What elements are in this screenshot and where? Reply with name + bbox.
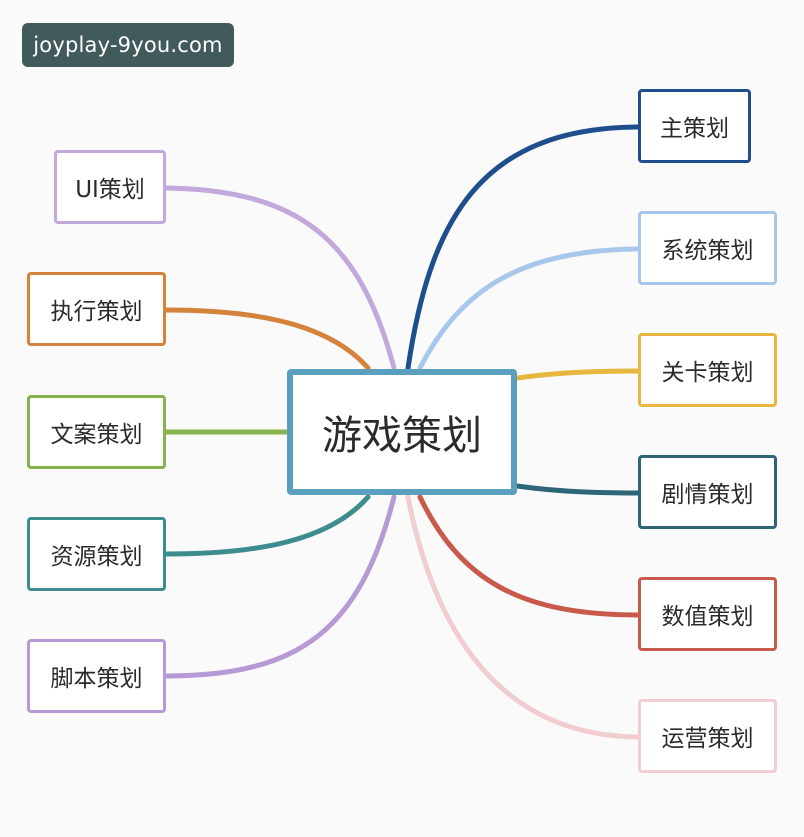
connector-right-5 [405,494,641,740]
branch-label: 运营策划 [661,726,754,752]
branch-label: 剧情策划 [661,482,754,508]
connector-left-4 [163,494,397,679]
branch-label: 执行策划 [50,299,143,325]
branch-label: 系统策划 [661,238,754,264]
connector-left-1 [163,307,371,371]
branch-node-copywriting[interactable]: 文案策划 [27,395,166,469]
watermark: joyplay-9you.com [22,23,234,67]
branch-label: 脚本策划 [50,666,143,692]
connector-left-0 [163,185,397,371]
central-topic-label: 游戏策划 [322,413,482,459]
connector-right-2 [514,368,641,381]
branch-node-level[interactable]: 关卡策划 [638,333,777,407]
branch-label: 文案策划 [50,422,143,448]
branch-node-execution[interactable]: 执行策划 [27,272,166,346]
branch-label: 主策划 [660,116,729,142]
branch-label: 资源策划 [50,544,143,570]
connector-right-0 [405,124,641,371]
connector-right-4 [417,494,641,618]
branch-node-story[interactable]: 剧情策划 [638,455,777,529]
central-topic-node[interactable]: 游戏策划 [287,369,517,495]
branch-label: UI策划 [75,177,145,203]
branch-node-script[interactable]: 脚本策划 [27,639,166,713]
branch-node-lead[interactable]: 主策划 [638,89,751,163]
branch-node-system[interactable]: 系统策划 [638,211,777,285]
branch-label: 数值策划 [661,604,754,630]
connector-right-1 [417,246,641,371]
branch-label: 关卡策划 [661,360,754,386]
branch-node-numerical[interactable]: 数值策划 [638,577,777,651]
connector-right-3 [514,483,641,496]
branch-node-operations[interactable]: 运营策划 [638,699,777,773]
branch-node-resources[interactable]: 资源策划 [27,517,166,591]
connector-left-3 [163,494,371,557]
branch-node-ui[interactable]: UI策划 [54,150,166,224]
